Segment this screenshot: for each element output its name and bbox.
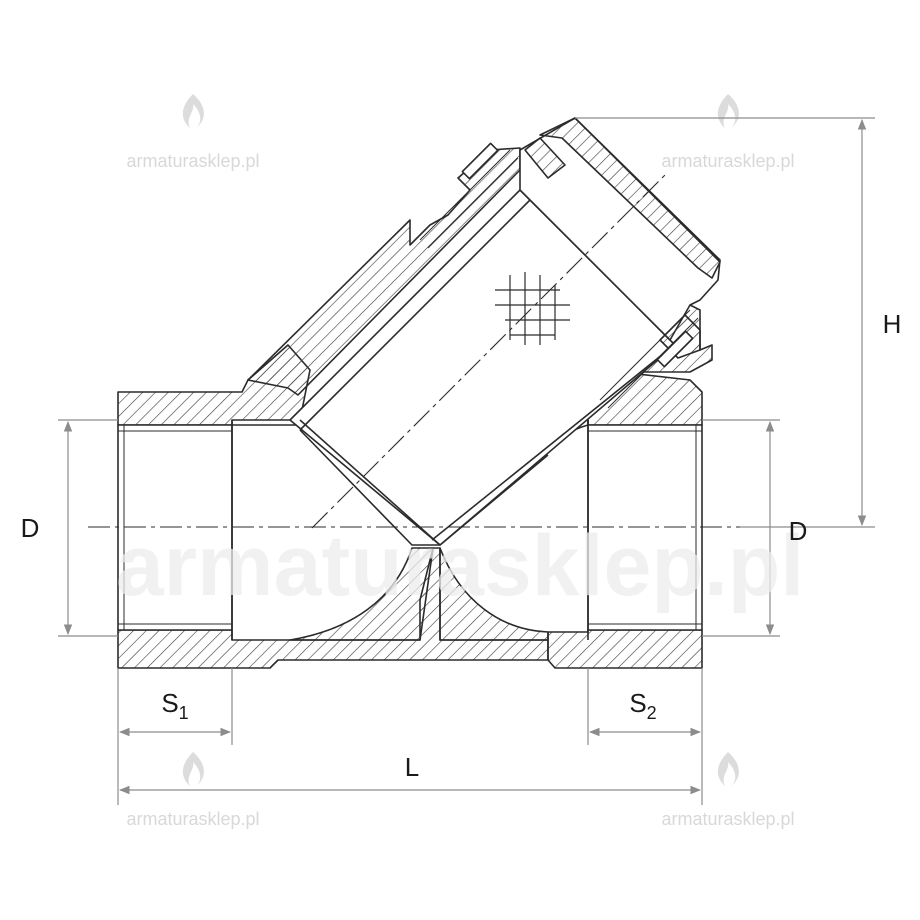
label-s2-main: S <box>629 688 646 718</box>
branch-wall-left <box>247 147 521 396</box>
strainer-branch <box>247 117 721 546</box>
watermark-text-large: armaturasklep.pl <box>116 518 804 614</box>
dimension-lines <box>58 117 875 805</box>
label-d-left: D <box>21 513 40 543</box>
gasket-upper <box>461 142 499 180</box>
label-d-right: D <box>789 516 808 546</box>
watermark-text: armaturasklep.pl <box>126 809 259 829</box>
inclined-axis <box>311 171 669 529</box>
center-lines <box>88 171 740 529</box>
label-s1: S1 <box>161 688 188 723</box>
gasket-lower <box>656 330 694 368</box>
watermark-flame-icon <box>182 752 204 786</box>
watermark-flame-icon <box>717 94 739 128</box>
watermark-text: armaturasklep.pl <box>126 151 259 171</box>
mesh-symbol <box>495 272 570 345</box>
watermark-text: armaturasklep.pl <box>661 151 794 171</box>
label-s1-sub: 1 <box>179 703 189 723</box>
label-l: L <box>405 752 419 782</box>
watermark-text: armaturasklep.pl <box>661 809 794 829</box>
watermark-flame-icon <box>182 94 204 128</box>
label-s2-sub: 2 <box>647 703 657 723</box>
cap-hatch-inner <box>524 137 566 179</box>
label-h: H <box>883 309 902 339</box>
watermark-flame-icon <box>717 752 739 786</box>
label-s2: S2 <box>629 688 656 723</box>
dimension-labels: D D H L S1 S2 <box>21 309 902 782</box>
body-wall-bottom-right <box>547 629 703 669</box>
label-s1-main: S <box>161 688 178 718</box>
body-web-curve <box>289 547 434 641</box>
